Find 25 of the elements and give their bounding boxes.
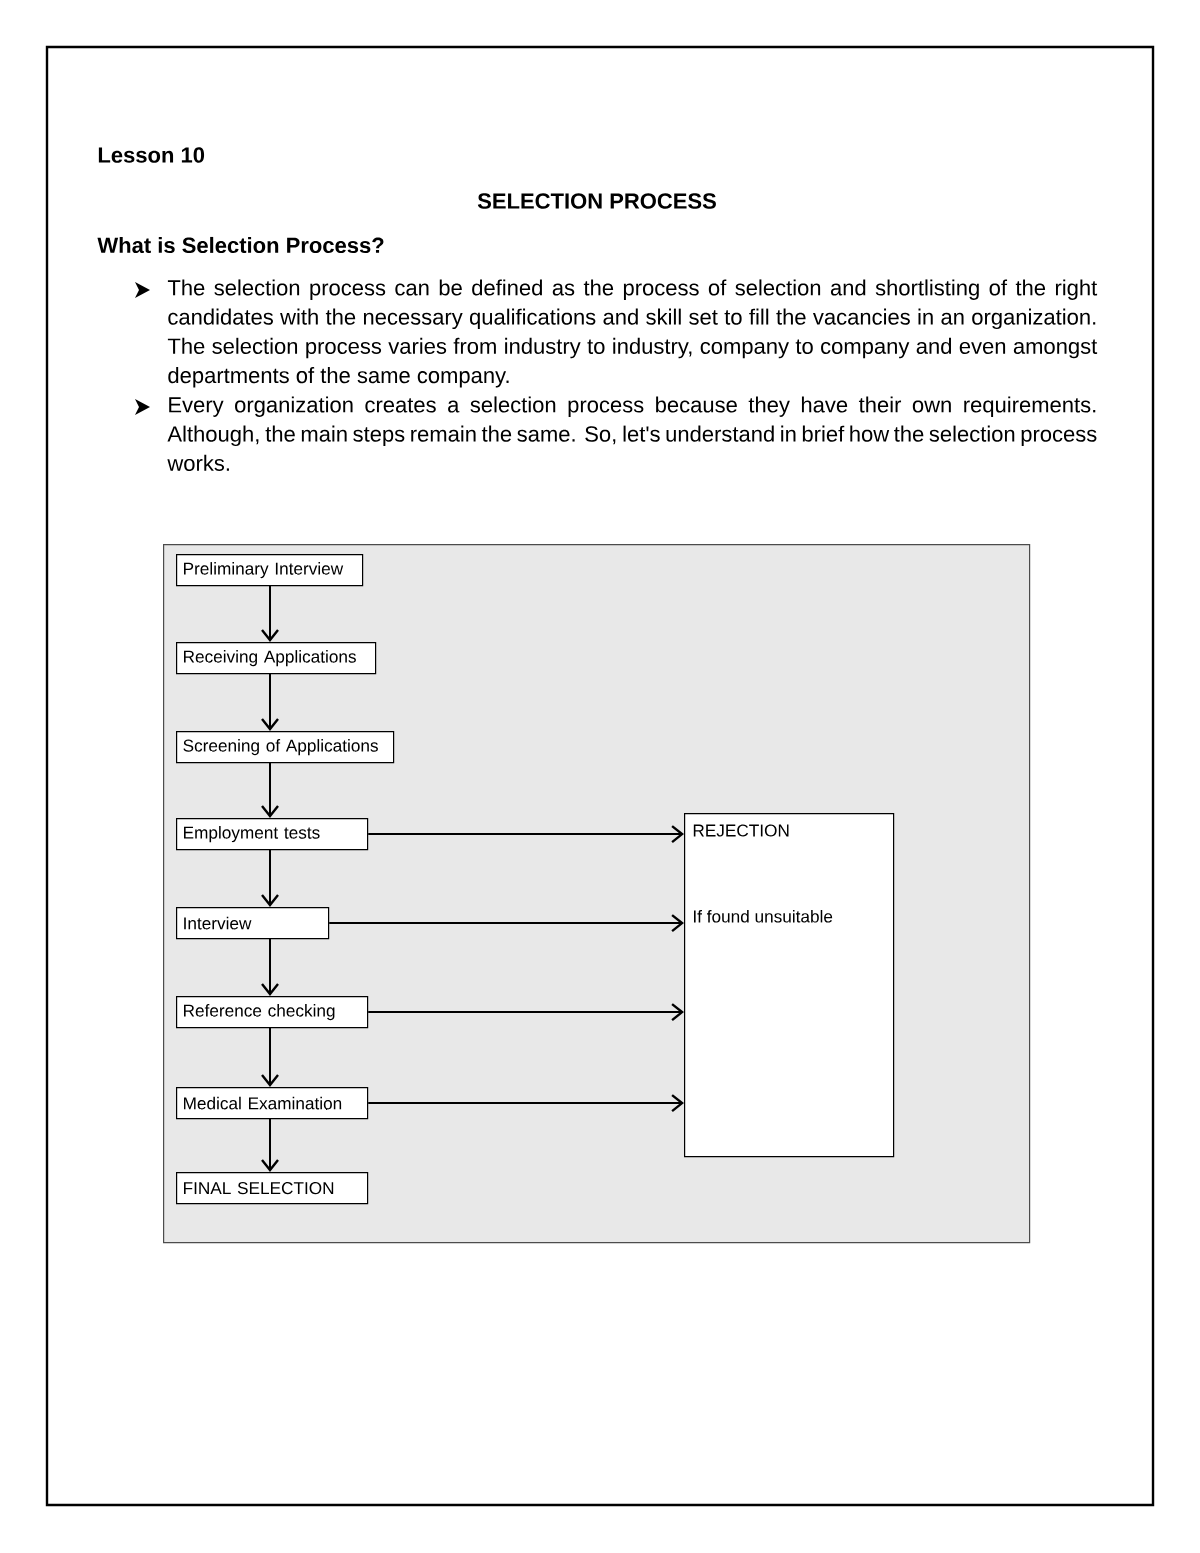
heading: What is Selection Process? xyxy=(97,236,384,254)
arrow xyxy=(367,1003,684,1022)
arrow xyxy=(261,584,279,642)
arrow xyxy=(261,761,279,818)
arrow xyxy=(328,914,684,933)
lesson-number: Lesson 10 xyxy=(98,147,205,163)
process-box: Reference checking xyxy=(176,996,369,1029)
paragraph: The selection process can be defined as the process of selection and shortlisting of the right candidates with the necessary qualifications and skill set to fill the vacancies in an organization. The selection process varies from industry to industry, company to company and even amongst departments of the same company. xyxy=(167,279,1098,388)
process-box: FINAL SELECTION xyxy=(176,1172,369,1205)
title: SELECTION PROCESS xyxy=(477,193,716,209)
process-box: Screening of Applications xyxy=(176,731,395,764)
process-box: Receiving Applications xyxy=(176,642,377,675)
arrow xyxy=(367,825,684,844)
paragraph: Every organization creates a selection process because they have their own requirements. Although, the main steps remain the same. So, let's understand in brief how the selection process works. xyxy=(167,396,1097,471)
process-box: Preliminary Interview xyxy=(176,554,364,587)
rejection-box: REJECTION If found unsuitable xyxy=(684,813,895,1158)
arrow xyxy=(261,672,279,731)
process-box: Medical Examination xyxy=(176,1087,369,1120)
arrow xyxy=(261,848,279,907)
arrow xyxy=(261,937,279,997)
arrow xyxy=(367,1094,684,1113)
arrow xyxy=(261,1117,279,1173)
process-box: Interview xyxy=(176,907,330,940)
arrow xyxy=(261,1026,279,1087)
process-box: Employment tests xyxy=(176,818,369,851)
